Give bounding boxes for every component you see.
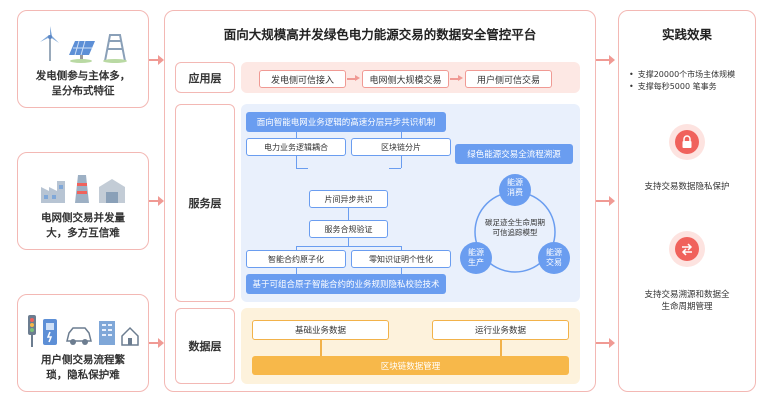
app-item-user: 用户侧可信交易 [465, 70, 552, 88]
blockchain-data-bar: 区块链数据管理 [252, 356, 569, 375]
connector [348, 208, 349, 220]
logic-coupling-box: 电力业务逻辑耦合 [246, 138, 346, 156]
privacy-caption: 支持交易数据隐私保护 [644, 182, 730, 192]
bullet-item: 支撑每秒5000 笔事务 [629, 81, 735, 93]
async-consensus-box: 片间异步共识 [309, 190, 388, 208]
warehouse-icon [99, 179, 125, 203]
data-layer-area: 基础业务数据 运行业务数据 区块链数据管理 [241, 308, 580, 384]
house-icon [121, 326, 139, 346]
traffic-light-icon [28, 315, 36, 347]
privacy-icon-wrap [669, 124, 705, 160]
charging-station-icon [43, 319, 57, 345]
arrow-grid [149, 196, 164, 206]
connector [348, 238, 349, 246]
layer-label-service: 服务层 [175, 104, 235, 302]
card-icons [18, 23, 148, 63]
app-item-generation: 发电侧可信接入 [259, 70, 346, 88]
privacy-verify-bar: 基于可组合原子智能合约的业务规则隐私校验技术 [246, 274, 446, 294]
lock-icon [682, 135, 692, 148]
layer-label-data: 数据层 [175, 308, 235, 384]
traceability-bar: 绿色能源交易全流程溯源 [455, 144, 573, 164]
ops-data-box: 运行业务数据 [432, 320, 569, 340]
card-generation-side: 发电侧参与主体多， 呈分布式特征 [17, 10, 149, 108]
arrow-to-results [596, 55, 615, 65]
card-caption: 用户侧交易流程繁 琐，隐私保护难 [41, 354, 125, 381]
app-arrow [347, 75, 360, 81]
connector [401, 132, 402, 138]
atomic-contract-box: 智能合约原子化 [246, 250, 346, 268]
node-energy-trade: 能源 交易 [546, 248, 562, 267]
results-title: 实践效果 [661, 27, 712, 42]
connector [401, 246, 402, 250]
card-icons [18, 165, 148, 205]
card-caption: 发电侧参与主体多， 呈分布式特征 [35, 70, 131, 97]
trace-icon-wrap [669, 231, 705, 267]
building-icon [99, 321, 115, 345]
basic-data-box: 基础业务数据 [252, 320, 389, 340]
platform-panel: 面向大规模高并发绿色电力能源交易的数据安全管控平台 应用层 服务层 数据层 发电… [164, 10, 596, 392]
connector [296, 156, 297, 168]
app-arrow [450, 75, 463, 81]
connector [320, 340, 322, 356]
substation-icon [103, 34, 127, 63]
connector [401, 156, 402, 168]
card-user-side: 用户侧交易流程繁 琐，隐私保护难 [17, 294, 149, 392]
app-layer-area: 发电侧可信接入 电网侧大规模交易 用户侧可信交易 [241, 62, 580, 93]
arrow-to-results [596, 338, 615, 348]
consensus-mechanism-bar: 面向智能电网业务逻辑的高速分层异步共识机制 [246, 112, 446, 132]
card-grid-side: 电网侧交易并发量 大，多方互信难 [17, 152, 149, 250]
card-icons [18, 307, 148, 347]
arrow-generation [149, 55, 164, 65]
connector [389, 168, 401, 169]
bullet-item: 支撑20000个市场主体规模 [629, 69, 735, 81]
trace-caption: 支持交易溯源和数据全 生命周期管理 [644, 290, 730, 312]
sharding-box: 区块链分片 [351, 138, 451, 156]
solar-panel-icon [69, 40, 95, 63]
zero-knowledge-box: 零知识证明个性化 [351, 250, 451, 268]
arrow-user [149, 338, 164, 348]
carbon-footprint-model: 碳足迹全生命周期 可信追踪模型 [485, 218, 545, 237]
car-icon [66, 327, 92, 345]
app-item-grid: 电网侧大规模交易 [362, 70, 449, 88]
card-caption: 电网侧交易并发量 大，多方互信难 [41, 212, 125, 239]
compliance-verify-box: 服务合规验证 [309, 220, 388, 238]
service-layer-area: 面向智能电网业务逻辑的高速分层异步共识机制 电力业务逻辑耦合 区块链分片 片间异… [241, 104, 580, 302]
swap-arrows-icon [681, 243, 693, 256]
connector [296, 246, 297, 250]
connector [296, 168, 308, 169]
connector [296, 246, 401, 247]
layer-label-app: 应用层 [175, 62, 235, 93]
power-plant-icon [75, 175, 89, 203]
lifecycle-cycle-diagram [460, 174, 570, 274]
connector [296, 268, 297, 274]
wind-turbine-icon [40, 26, 59, 61]
node-energy-produce: 能源 生产 [468, 248, 484, 267]
results-bullets: 支撑20000个市场主体规模 支撑每秒5000 笔事务 [629, 69, 735, 93]
connector [401, 268, 402, 274]
results-panel: 实践效果 支撑20000个市场主体规模 支撑每秒5000 笔事务 支持交易数据隐… [618, 10, 756, 392]
connector [500, 340, 502, 356]
arrow-to-results [596, 196, 615, 206]
platform-title: 面向大规模高并发绿色电力能源交易的数据安全管控平台 [223, 27, 537, 42]
factory-icon [41, 181, 65, 203]
node-energy-consume: 能源 消费 [507, 178, 523, 197]
connector [296, 132, 297, 138]
